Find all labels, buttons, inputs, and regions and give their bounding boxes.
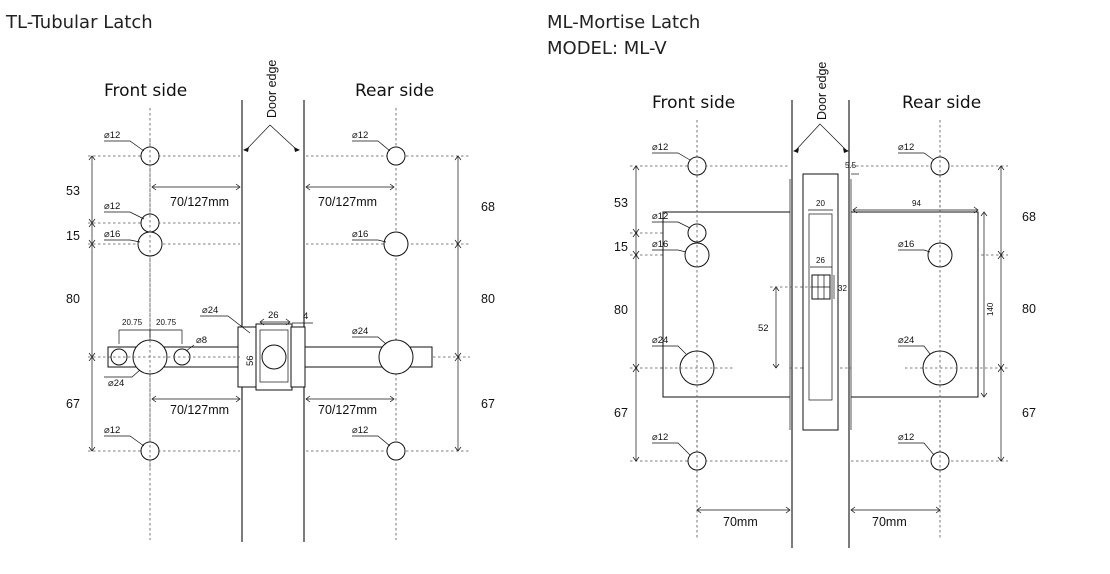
tubular-latch-title: TL-Tubular Latch [6, 12, 153, 33]
tubular-rear-backset-bottom: 70/127mm [318, 403, 377, 417]
tubular-dim-80-left: 80 [66, 292, 80, 306]
mortise-door-edge-label: Door edge [815, 62, 829, 120]
tubular-rear-hole-24 [378, 339, 414, 375]
tubular-rear-backset-top: 70/127mm [318, 195, 377, 209]
tubular-rear-hole-12-bottom [386, 441, 406, 461]
mortise-dim-80-left: 80 [614, 303, 628, 317]
tubular-rear-hole-12-top [386, 146, 406, 166]
mortise-dim-67-right: 67 [1022, 406, 1036, 420]
mortise-offset-5-5: 5.5 [845, 161, 857, 170]
tubular-rear-dia-12-bottom: ⌀12 [352, 425, 368, 436]
tubular-front-dia-12-top: ⌀12 [104, 130, 120, 141]
mortise-slot-height-32: 32 [838, 284, 847, 293]
mortise-latch-offset-52: 52 [758, 323, 769, 334]
mortise-body-depth-94: 94 [912, 199, 921, 208]
tubular-rear-dia-12-top: ⌀12 [352, 130, 368, 141]
tubular-spacing-20-75-right: 20.75 [156, 318, 177, 327]
tubular-front-dia-12-bottom: ⌀12 [104, 425, 120, 436]
mortise-rear-backset: 70mm [872, 515, 907, 529]
tubular-door-edge-label: Door edge [265, 60, 279, 118]
tubular-front-backset-top: 70/127mm [170, 195, 229, 209]
mortise-latch-title: ML-Mortise Latch [547, 12, 701, 33]
tubular-dim-67-left: 67 [66, 397, 80, 411]
mortise-rear-dia-12-bottom: ⌀12 [898, 432, 914, 443]
mortise-front-dia-12-mid: ⌀12 [652, 211, 668, 222]
mortise-slot-width-26: 26 [816, 256, 825, 265]
tubular-door-edge-pointer [245, 124, 298, 151]
mortise-body-height-140: 140 [986, 302, 995, 316]
mortise-dim-68: 68 [1022, 210, 1036, 224]
tubular-front-backset-bottom: 70/127mm [170, 403, 229, 417]
tubular-dim-80-right: 80 [481, 292, 495, 306]
tubular-front-hole-8 [173, 348, 191, 366]
tubular-dim-67-right: 67 [481, 397, 495, 411]
mortise-front-backset: 70mm [723, 515, 758, 529]
tubular-front-dia-16: ⌀16 [104, 229, 120, 240]
mortise-faceplate [802, 173, 839, 431]
mortise-rear-dia-16: ⌀16 [898, 239, 914, 250]
tubular-latch-dia-24: ⌀24 [202, 305, 218, 316]
mortise-dim-67-left: 67 [614, 406, 628, 420]
mortise-dim-80-right: 80 [1022, 302, 1036, 316]
mortise-front-dia-16: ⌀16 [652, 239, 668, 250]
mortise-dim-15: 15 [614, 240, 628, 254]
tubular-latch-bolt-hole [261, 344, 287, 370]
tubular-dim-68: 68 [481, 200, 495, 214]
mortise-model-label: MODEL: ML-V [547, 38, 667, 59]
tubular-rear-dia-24: ⌀24 [352, 326, 368, 337]
tubular-front-side-label: Front side [104, 81, 187, 101]
mortise-front-dia-24: ⌀24 [652, 335, 668, 346]
tubular-front-dia-12-mid: ⌀12 [104, 201, 120, 212]
tubular-front-dia-24: ⌀24 [108, 378, 124, 389]
tubular-plate-height-56: 56 [245, 355, 256, 366]
tubular-rear-hole-16 [383, 231, 409, 257]
tubular-spacing-20-75-left: 20.75 [122, 318, 143, 327]
tubular-rear-side-label: Rear side [355, 81, 434, 101]
tubular-latch-diagram: Front side Rear side Door edge 53 15 80 … [66, 60, 495, 542]
mortise-front-dia-12-bottom: ⌀12 [652, 432, 668, 443]
tubular-dim-53: 53 [66, 184, 80, 198]
tubular-dim-15: 15 [66, 229, 80, 243]
mortise-latch-diagram: Front side Rear side Door edge 53 15 80 … [614, 62, 1036, 548]
mortise-rear-dia-24: ⌀24 [898, 335, 914, 346]
mortise-rear-dia-12-top: ⌀12 [898, 142, 914, 153]
mortise-rear-side-label: Rear side [902, 93, 981, 113]
mortise-faceplate-width-20: 20 [816, 199, 825, 208]
tubular-plate-offset-4: 4 [303, 311, 308, 322]
tubular-plate-width-26: 26 [268, 310, 279, 321]
tubular-rear-dia-16: ⌀16 [352, 229, 368, 240]
mortise-dim-53: 53 [614, 196, 628, 210]
mortise-rear-body-outline [851, 211, 979, 398]
mortise-front-dia-12-top: ⌀12 [652, 142, 668, 153]
mortise-front-side-label: Front side [652, 93, 735, 113]
tubular-front-dia-8: ⌀8 [196, 335, 207, 346]
